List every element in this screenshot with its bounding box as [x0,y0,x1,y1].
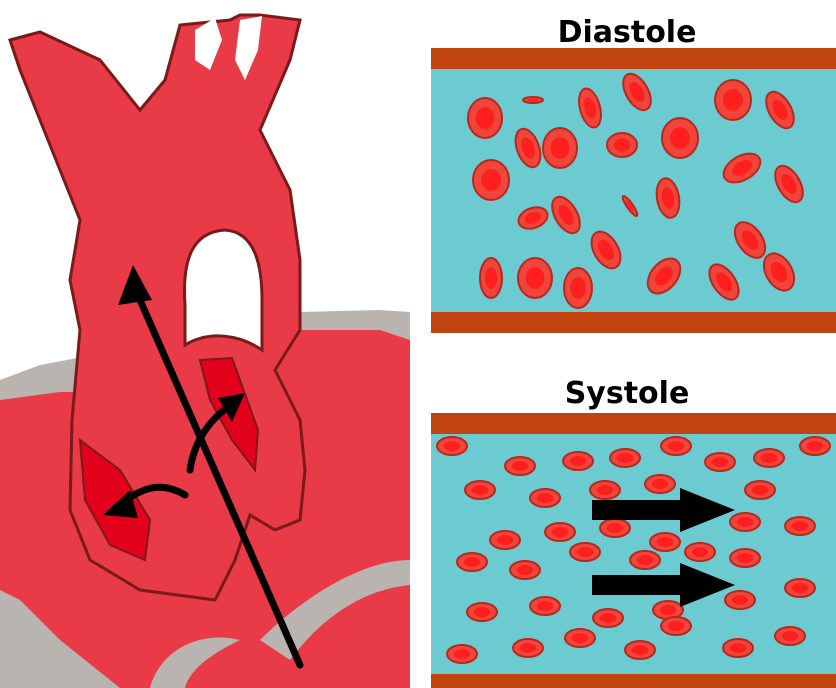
systole-panel: Systole [431,376,836,688]
red-blood-cell [625,641,655,659]
red-blood-cell [730,513,760,531]
red-blood-cell [730,549,760,567]
red-blood-cell [600,519,630,537]
systole-title: Systole [565,376,690,411]
vessel-wall-top [431,48,836,69]
red-blood-cell [590,481,620,499]
red-blood-cell [685,543,715,561]
red-blood-cell [723,639,753,657]
red-blood-cell [800,437,830,455]
aortic-arch-opening [184,230,262,350]
heart-illustration [0,15,410,688]
red-blood-cell [565,629,595,647]
red-blood-cell [468,98,502,138]
red-blood-cell [437,437,467,455]
red-blood-cell [513,639,543,657]
red-blood-cell [785,579,815,597]
red-blood-cell [754,449,784,467]
red-blood-cell [725,591,755,609]
red-blood-cell [510,561,540,579]
red-blood-cell [505,457,535,475]
red-blood-cell [593,609,623,627]
red-blood-cell [545,523,575,541]
red-blood-cell [630,551,660,569]
red-blood-cell [563,452,593,470]
red-blood-cell [662,118,698,158]
red-blood-cell [715,80,751,120]
red-blood-cell [467,603,497,621]
red-blood-cell [705,453,735,471]
red-blood-cell [457,553,487,571]
red-blood-cell [523,97,543,103]
red-blood-cell [745,481,775,499]
red-blood-cell [564,268,592,308]
red-blood-cell [543,128,577,168]
red-blood-cell [465,481,495,499]
diastole-panel: Diastole [431,15,836,333]
red-blood-cell [607,133,637,157]
red-blood-cell [447,645,477,663]
red-blood-cell [661,437,691,455]
red-blood-cell [570,543,600,561]
red-blood-cell [785,517,815,535]
vessel-wall-bottom [431,674,836,688]
red-blood-cell [650,533,680,551]
red-blood-cell [480,258,502,298]
vessel-wall-bottom [431,312,836,333]
diastole-title: Diastole [558,15,697,50]
red-blood-cell [530,489,560,507]
red-blood-cell [490,531,520,549]
red-blood-cell [661,617,691,635]
red-blood-cell [530,597,560,615]
red-blood-cell [645,475,675,493]
red-blood-cell [473,160,509,200]
red-blood-cell [775,627,805,645]
red-blood-cell [610,449,640,467]
vessel-wall-top [431,413,836,434]
red-blood-cell [518,258,552,298]
